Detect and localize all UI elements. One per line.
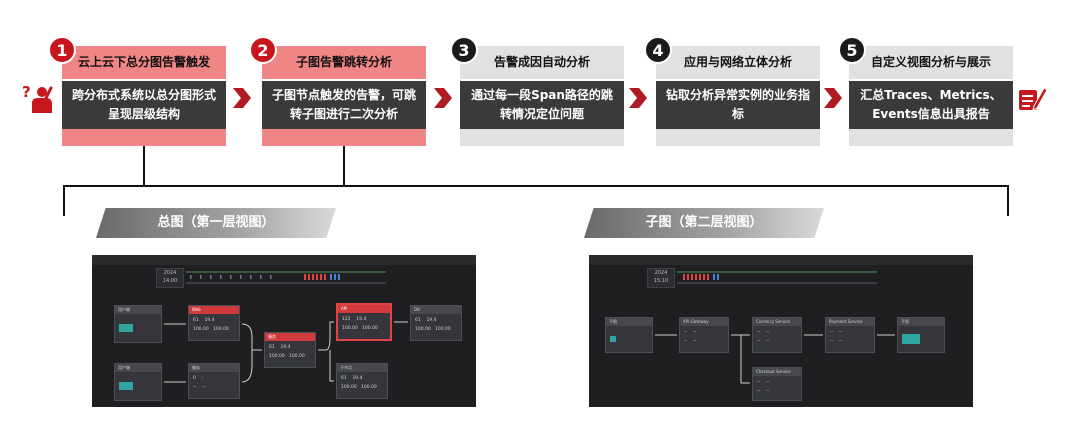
- chevron-right-icon: [824, 88, 842, 108]
- step-2-footer: [262, 129, 426, 146]
- step-3-description: 通过每一段Span路径的跳转情况定位问题: [460, 81, 624, 129]
- step-5-description: 汇总Traces、Metrics、Events信息出具报告: [849, 81, 1013, 129]
- step-3-footer: [460, 129, 624, 146]
- chevron-right-icon: [233, 88, 251, 108]
- step-4-description: 钻取分析异常实例的业务指标: [656, 81, 820, 129]
- step-1-footer: [62, 129, 226, 146]
- chevron-right-icon: [434, 88, 452, 108]
- step-1-description: 跨分布式系统以总分图形式呈现层级结构: [62, 81, 226, 129]
- step-1-title: 云上云下总分图告警触发: [62, 46, 226, 81]
- step-2-number-badge: 2: [249, 36, 277, 64]
- step-3-number-badge: 3: [450, 36, 478, 64]
- step-2-description: 子图节点触发的告警，可跳转子图进行二次分析: [262, 81, 426, 129]
- question-person-icon: ?: [22, 84, 53, 113]
- step-4-card: 应用与网络立体分析 钻取分析异常实例的业务指标: [656, 46, 820, 146]
- chevron-right-icon: [629, 88, 647, 108]
- step-1-card: 云上云下总分图告警触发 跨分布式系统以总分图形式呈现层级结构: [62, 46, 226, 146]
- step-5-number-badge: 5: [838, 36, 866, 64]
- step-4-footer: [656, 129, 820, 146]
- pen-document-icon: [1019, 87, 1048, 111]
- step-5-title: 自定义视图分析与展示: [849, 46, 1013, 81]
- step-4-title: 应用与网络立体分析: [656, 46, 820, 81]
- main-view-banner: 总图（第一层视图）: [96, 208, 336, 238]
- subview-banner: 子图（第二层视图）: [584, 208, 824, 238]
- svg-text:?: ?: [22, 84, 31, 101]
- step-3-card: 告警成因自动分析 通过每一段Span路径的跳转情况定位问题: [460, 46, 624, 146]
- step-4-number-badge: 4: [644, 36, 672, 64]
- step-5-footer: [849, 129, 1013, 146]
- step-5-card: 自定义视图分析与展示 汇总Traces、Metrics、Events信息出具报告: [849, 46, 1013, 146]
- step-3-title: 告警成因自动分析: [460, 46, 624, 81]
- step-2-card: 子图告警跳转分析 子图节点触发的告警，可跳转子图进行二次分析: [262, 46, 426, 146]
- step-1-number-badge: 1: [48, 36, 76, 64]
- step-2-title: 子图告警跳转分析: [262, 46, 426, 81]
